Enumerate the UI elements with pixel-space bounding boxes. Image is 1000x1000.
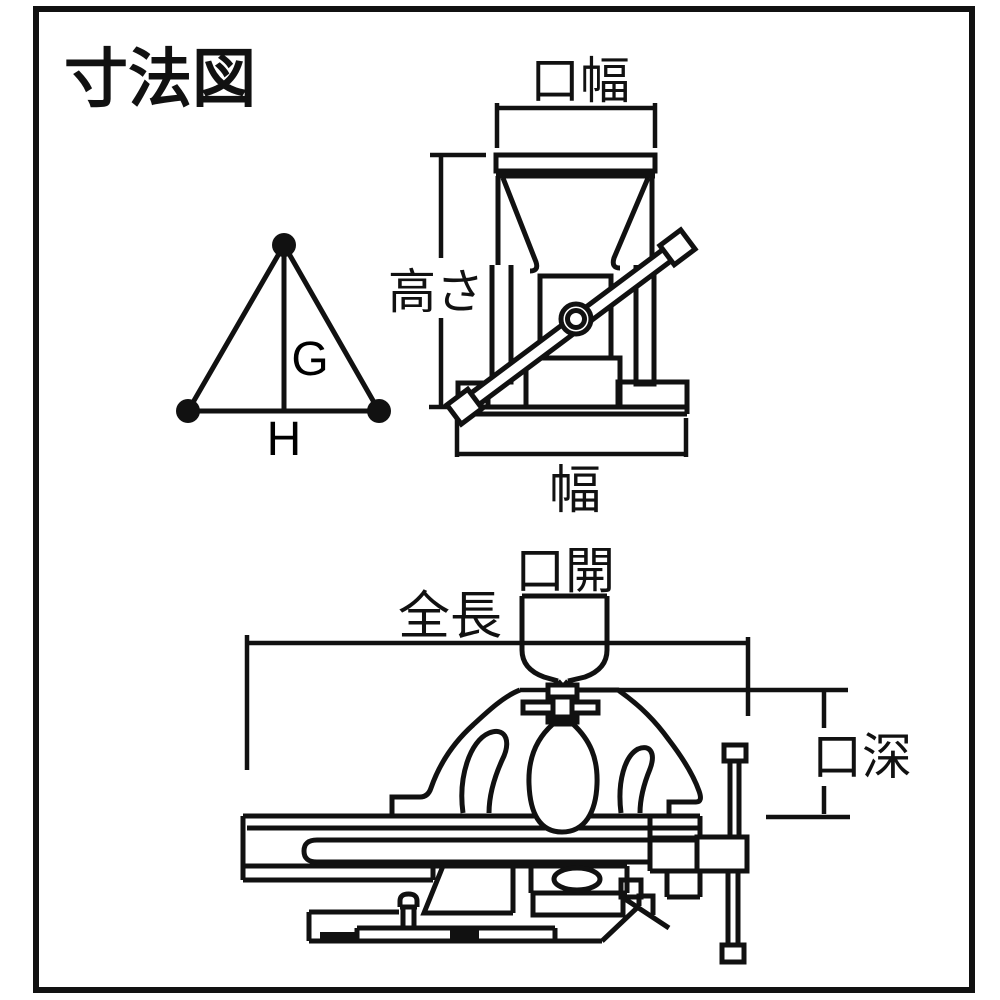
base-clamp-slot [450,929,479,940]
side-handle-bar [694,742,750,965]
front-view-body [443,152,699,428]
vise-side-view: 全長 口開 [240,543,912,965]
width-dimension: 幅 [454,418,689,520]
width-label: 幅 [549,462,601,520]
side-view-body [240,682,750,965]
jaw-depth-dimension: 口深 [766,692,912,820]
triangle-g-label: G [291,333,328,386]
jaw-width-label: 口幅 [530,53,630,109]
jaw-opening-label: 口開 [515,543,615,599]
overall-length-label: 全長 [398,588,502,646]
slot-oval [551,865,603,893]
diagram-frame [33,6,975,993]
jaw-opening-dimension: 口開 [515,543,615,691]
triangle-h-label: H [267,413,302,466]
jaw-width-dimension: 口幅 [494,53,658,148]
grip-handle-triangle: G H [176,233,391,466]
overall-length-dimension: 全長 [244,588,751,770]
jaw-depth-label: 口深 [812,729,912,785]
base-clamp-slot [320,932,356,940]
height-dimension: 高さ [388,152,486,410]
height-label: 高さ [388,266,484,319]
page-title: 寸法図 [64,43,256,115]
vise-front-view: 口幅 高さ [388,53,699,520]
base-lock-pin [397,891,420,928]
